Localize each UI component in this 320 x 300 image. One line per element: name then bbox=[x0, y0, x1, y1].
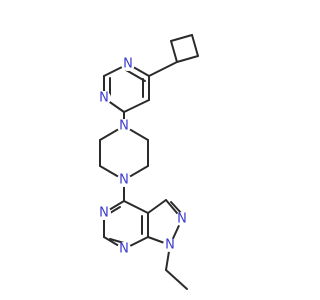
atom-n-pur-3: N bbox=[117, 242, 131, 257]
bond bbox=[147, 199, 167, 214]
atom-label: N bbox=[119, 119, 129, 134]
atom-n-pip-bottom: N bbox=[117, 173, 131, 188]
atom-n-pyr-left: N bbox=[97, 91, 111, 106]
bond bbox=[176, 55, 199, 63]
atom-n-pur-7: N bbox=[175, 212, 189, 227]
atom-n-pur-9: N bbox=[163, 238, 177, 253]
atom-label: N bbox=[99, 206, 109, 221]
bond bbox=[170, 40, 178, 63]
atom-label: N bbox=[123, 57, 133, 72]
molecule-diagram: N N N N N N N bbox=[97, 34, 199, 290]
atom-layer: N N N N N N N bbox=[97, 57, 189, 257]
atom-label: N bbox=[119, 242, 129, 257]
bond-layer bbox=[99, 34, 199, 290]
bond bbox=[109, 238, 125, 244]
atom-label: N bbox=[177, 212, 187, 227]
atom-n-pip-top: N bbox=[117, 119, 131, 134]
structure-drawing: N N N N N N N bbox=[97, 34, 199, 290]
atom-label: N bbox=[165, 238, 175, 253]
atom-n-pur-1: N bbox=[97, 206, 111, 221]
bond bbox=[165, 269, 188, 290]
bond bbox=[170, 201, 183, 215]
bond bbox=[191, 34, 199, 57]
bond bbox=[123, 99, 150, 113]
bond bbox=[125, 69, 146, 82]
bond bbox=[148, 61, 178, 77]
atom-label: N bbox=[99, 91, 109, 106]
atom-label: N bbox=[119, 173, 129, 188]
bond bbox=[170, 34, 193, 42]
atom-n-pyr-top: N bbox=[121, 57, 135, 72]
bond bbox=[123, 200, 149, 214]
